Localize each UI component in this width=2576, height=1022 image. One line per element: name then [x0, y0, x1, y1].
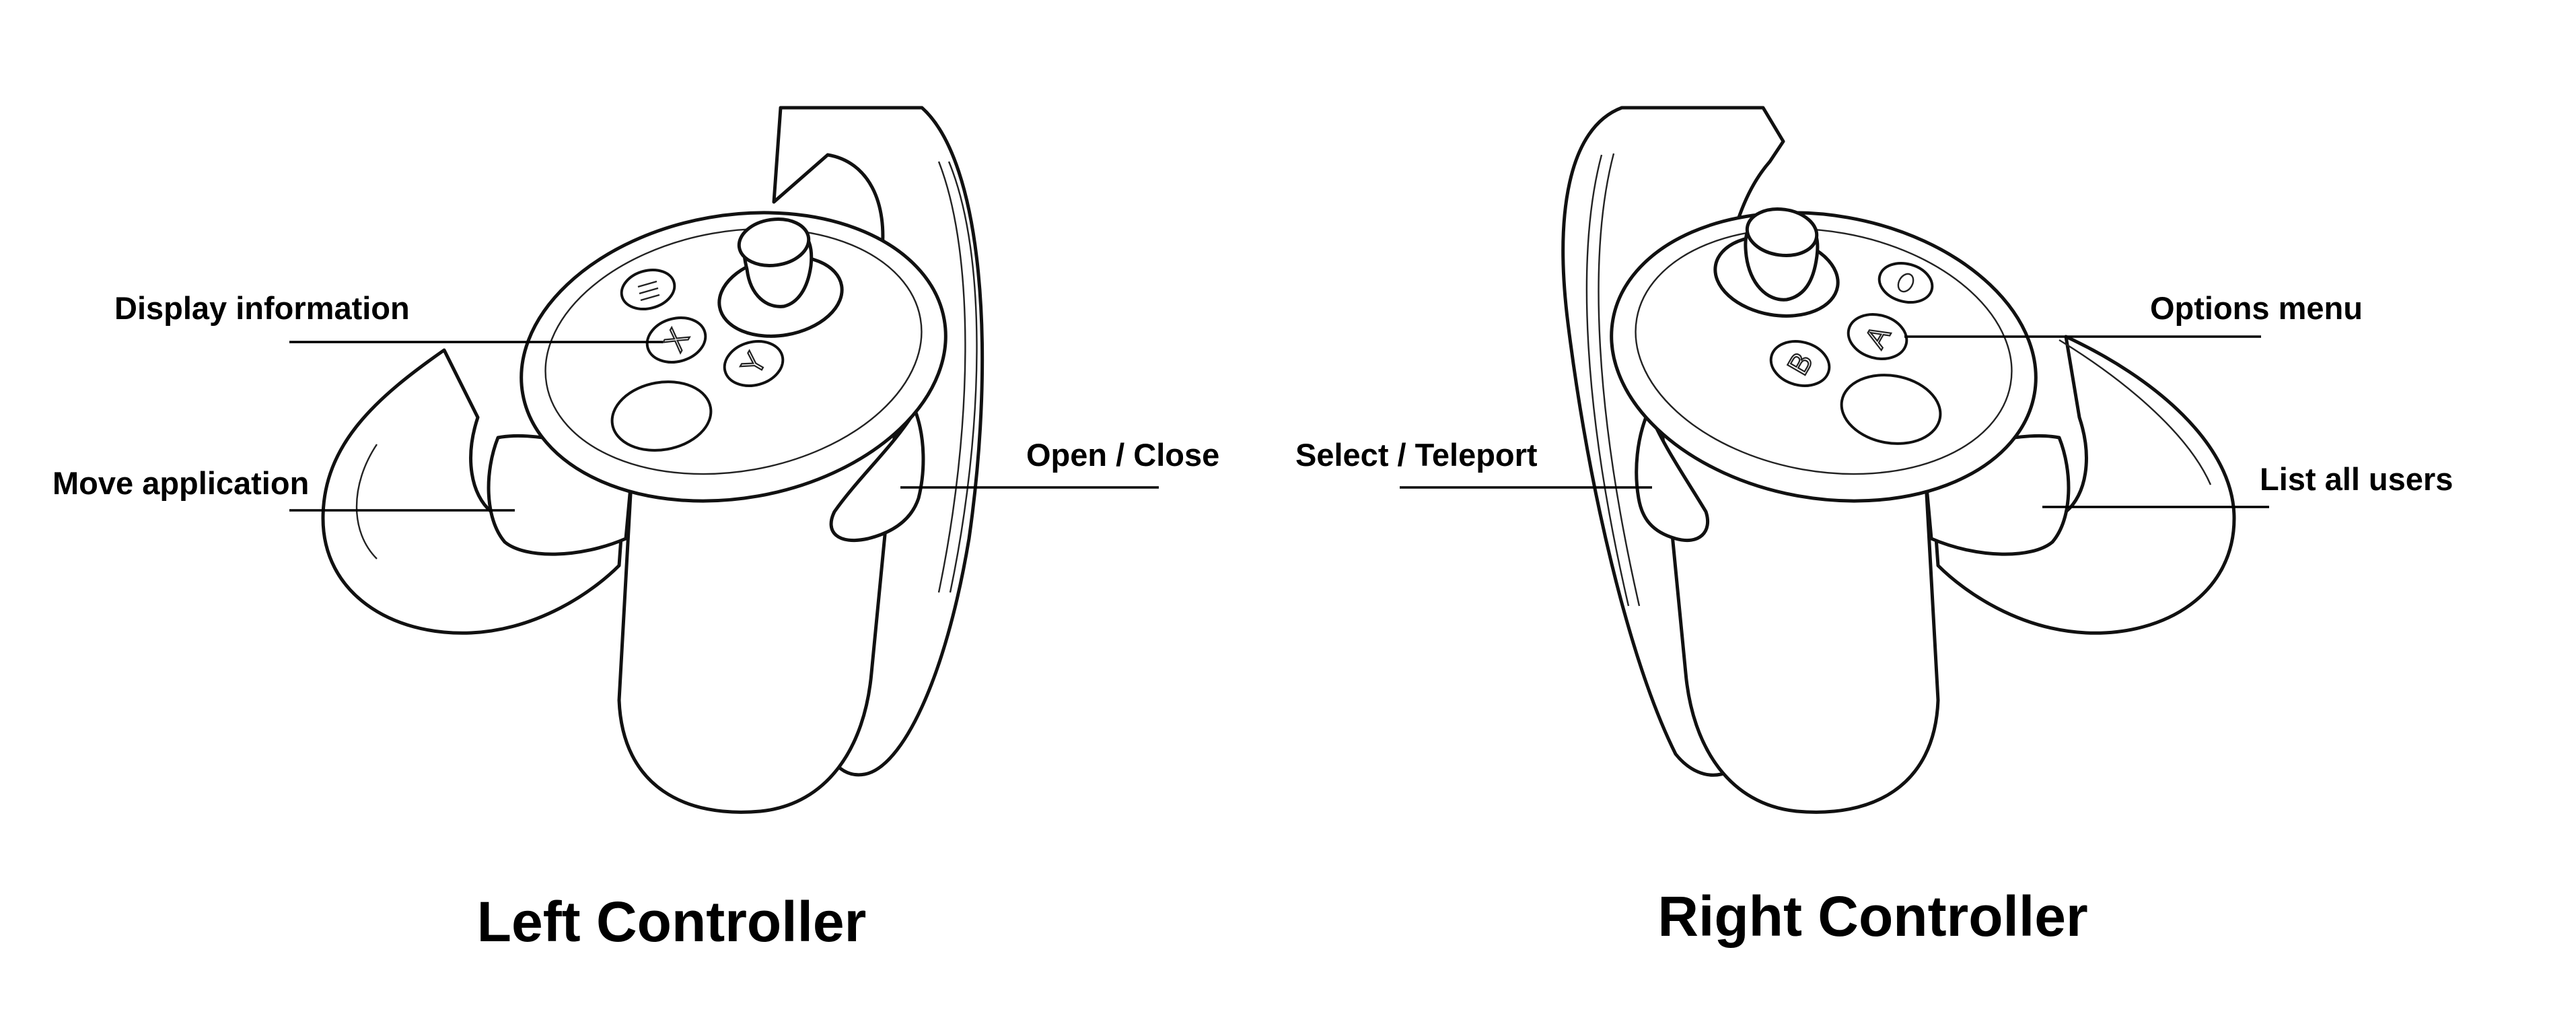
- callout-open-close: Open / Close: [1026, 437, 1219, 473]
- callout-display-information: Display information: [114, 290, 410, 326]
- right-controller-illustration: A B: [1563, 108, 2234, 812]
- left-controller-illustration: X Y: [323, 108, 982, 812]
- callout-list-all-users: List all users: [2260, 461, 2453, 497]
- callout-select-teleport: Select / Teleport: [1295, 437, 1538, 473]
- left-controller-title: Left Controller: [477, 890, 867, 953]
- callout-options-menu: Options menu: [2150, 290, 2363, 326]
- right-controller-title: Right Controller: [1657, 885, 2087, 948]
- callout-move-application: Move application: [52, 465, 309, 501]
